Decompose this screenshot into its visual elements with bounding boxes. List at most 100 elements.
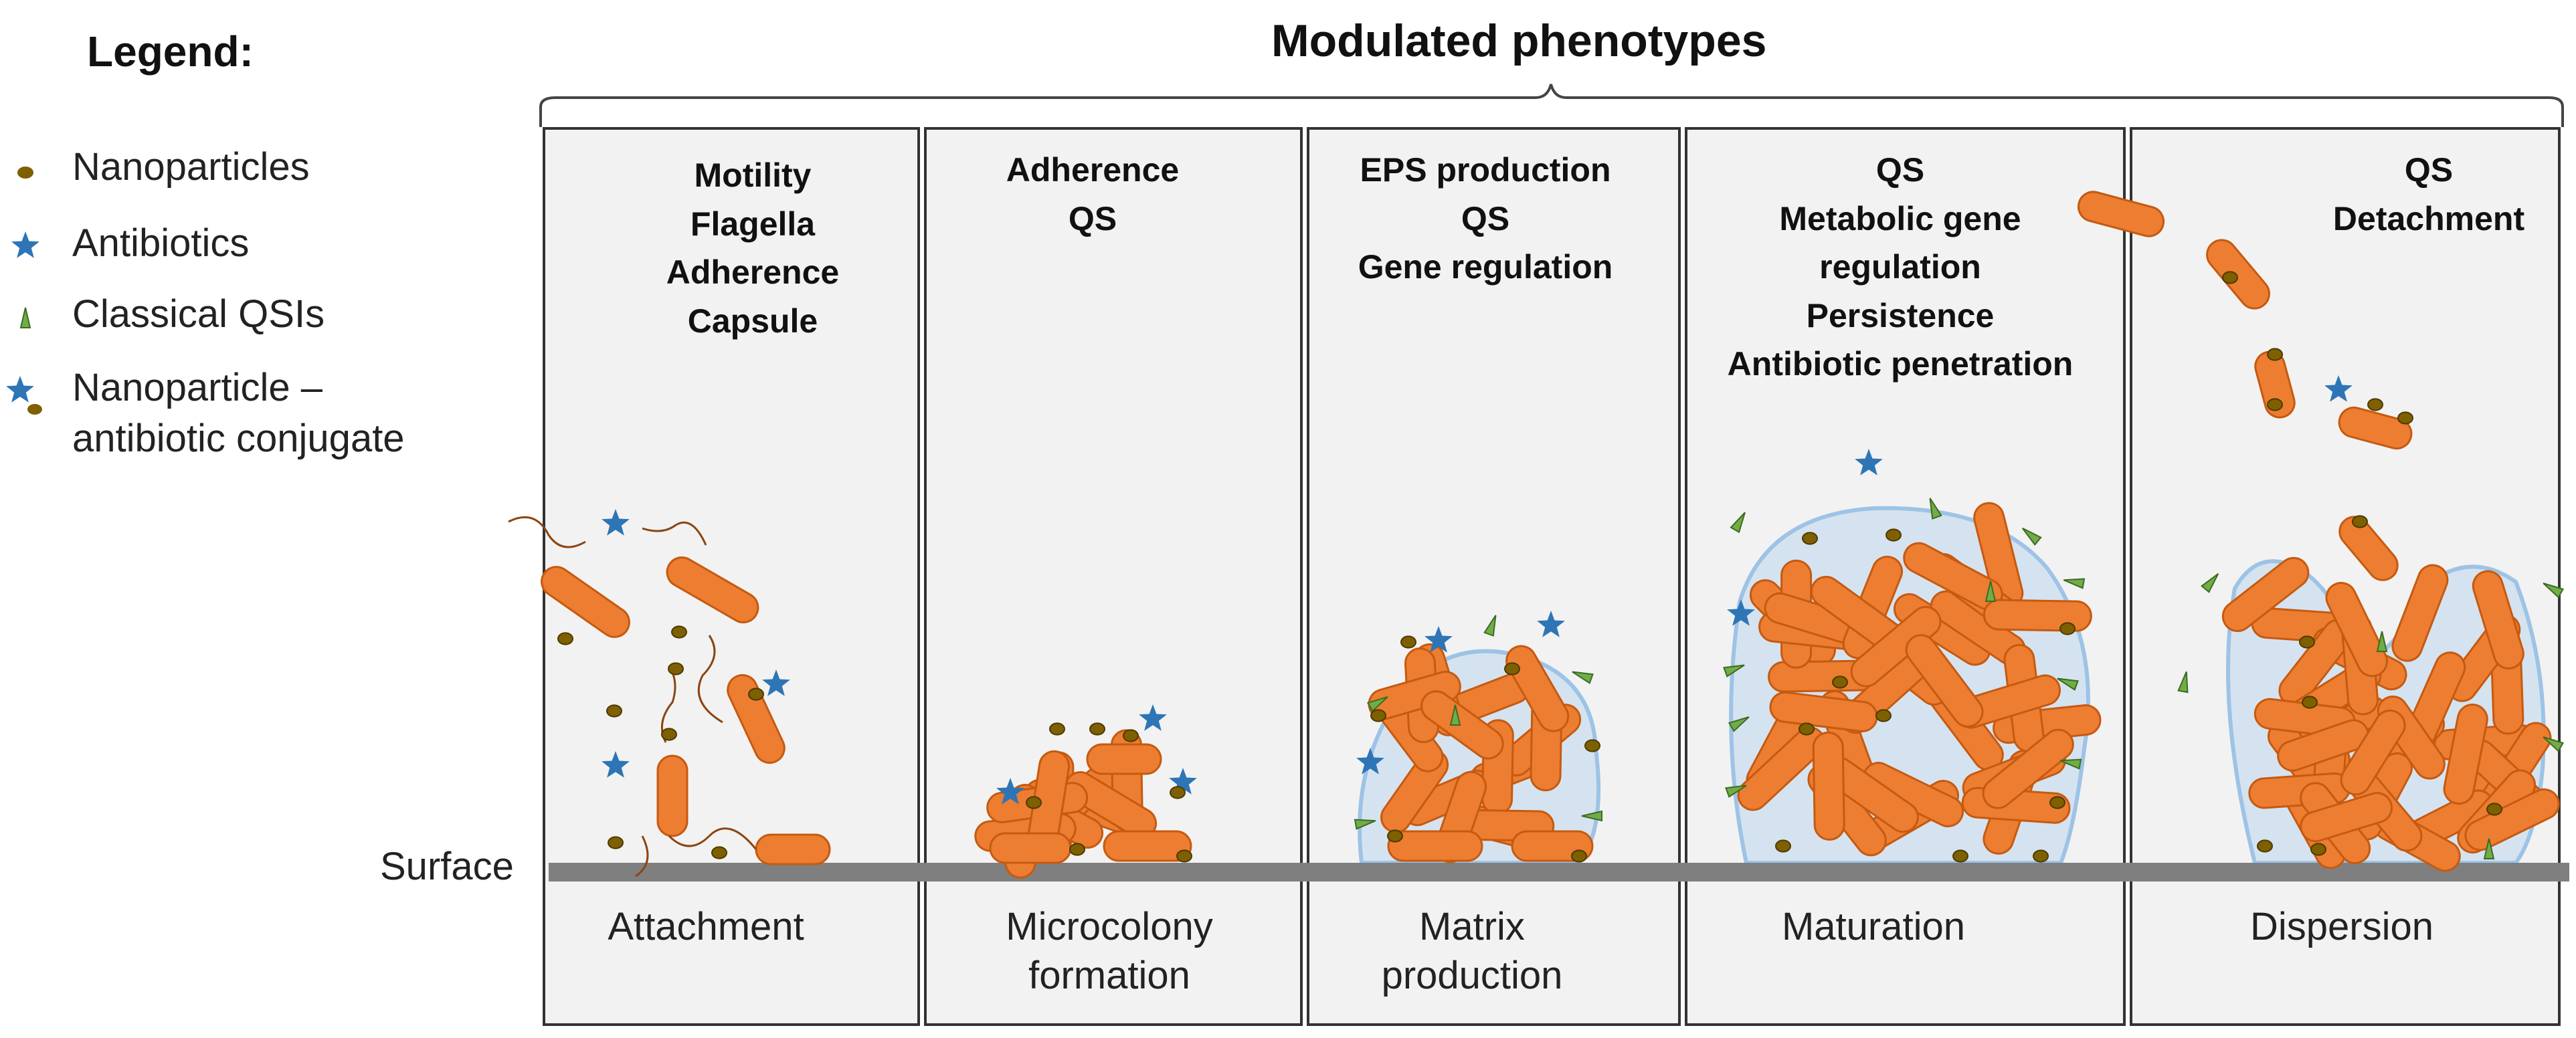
- antibiotic-star: [1424, 626, 1453, 653]
- phenotype-item: QS: [1461, 199, 1510, 237]
- bacterium-rod: [2338, 406, 2413, 450]
- nanoparticle-dot: [1170, 786, 1186, 799]
- flagellum: [697, 635, 723, 724]
- antibiotic-star: [1356, 748, 1384, 774]
- bacterium-rod: [1812, 731, 1845, 841]
- qsi-triangle: [1581, 810, 1602, 822]
- qsi-triangle: [2376, 631, 2388, 652]
- stage-label-maturation: Maturation: [1689, 903, 2057, 952]
- stage-line: Microcolony: [1006, 905, 1213, 948]
- nanoparticle-dot: [1387, 829, 1403, 843]
- antibiotic-star: [1537, 611, 1565, 637]
- phenotype-item: regulation: [1819, 248, 1981, 286]
- bacterium-rod: [1982, 728, 2074, 809]
- antibiotic-star: [1169, 768, 1197, 795]
- bacterium-rod: [656, 754, 688, 837]
- phenotype-item: EPS production: [1360, 151, 1611, 189]
- nanoparticle-dot: [1571, 849, 1587, 863]
- nanoparticle-dot: [2299, 635, 2315, 649]
- surface-label: Surface: [380, 845, 514, 888]
- legend-label-conjugate-1: Nanoparticle –: [72, 366, 323, 409]
- bacterium-rod: [541, 566, 630, 638]
- stage-line: Attachment: [608, 905, 804, 948]
- nanoparticle-dot: [2310, 843, 2326, 856]
- phenotypes-matrix: EPS production QS Gene regulation: [1311, 146, 1659, 292]
- nanoparticle-dot: [2049, 796, 2065, 809]
- nanoparticle-dot: [1504, 662, 1520, 676]
- nanoparticle-dot: [2222, 271, 2238, 284]
- bacterium-rod: [755, 833, 831, 865]
- nanoparticle-dot: [1400, 635, 1416, 649]
- phenotype-item: Detachment: [2332, 199, 2525, 237]
- panel-box: [924, 127, 1303, 1026]
- bacterium-rod: [989, 832, 1072, 864]
- phenotype-item: QS: [1875, 151, 1925, 189]
- nanoparticle-dot: [1885, 528, 1902, 542]
- legend-antibiotic-icon: [11, 231, 39, 258]
- qsi-triangle: [1725, 785, 1747, 798]
- nanoparticle-dot: [1176, 849, 1192, 863]
- nanoparticle-dot: [2033, 849, 2049, 863]
- nanoparticle-dot: [2486, 803, 2502, 816]
- legend-nanoparticle-icon: [17, 167, 33, 179]
- legend-qsi-icon: [19, 307, 31, 328]
- nanoparticle-dot: [2302, 696, 2318, 709]
- phenotype-brace: [539, 84, 2564, 127]
- nanoparticle-dot: [1370, 709, 1386, 722]
- qsi-triangle: [2057, 678, 2079, 691]
- nanoparticle-dot: [668, 662, 684, 676]
- bacterium-rod: [1103, 830, 1192, 862]
- bacterium-rod: [2277, 719, 2369, 772]
- nanoparticle-dot: [557, 632, 573, 645]
- bacterium-rod: [1387, 830, 1483, 862]
- nanoparticle-dot: [1089, 722, 1105, 736]
- phenotypes-attachment: Motility Flagella Adherence Capsule: [549, 151, 957, 345]
- phenotype-item: Flagella: [690, 205, 816, 243]
- bacterium-rod: [2391, 564, 2449, 662]
- bacterium-rod: [2221, 556, 2310, 632]
- nanoparticle-dot: [1875, 709, 1892, 722]
- bacterium-rod: [2472, 570, 2524, 669]
- nanoparticle-dot: [2367, 398, 2383, 411]
- stage-line: formation: [1028, 953, 1190, 997]
- nanoparticle-dot: [1123, 729, 1139, 742]
- phenotypes-maturation: QS Metabolic gene regulation Persistence…: [1689, 146, 2111, 389]
- bacterium-rod: [1850, 605, 1942, 688]
- bacterium-rod: [2077, 191, 2165, 237]
- nanoparticle-dot: [661, 728, 677, 741]
- stage-label-microcolony: Microcolony formation: [922, 903, 1297, 1000]
- qsi-triangle: [2483, 838, 2495, 859]
- bacterium-rod: [2254, 350, 2296, 419]
- legend-title: Legend:: [87, 27, 254, 76]
- surface-bar: [549, 863, 2569, 881]
- bacterium-rod: [1086, 743, 1162, 775]
- qsi-triangle: [1449, 704, 1461, 726]
- flagellum: [642, 521, 707, 546]
- bacterium-rod: [2325, 582, 2388, 678]
- antibiotic-star: [2324, 375, 2353, 402]
- stage-line: production: [1381, 953, 1563, 997]
- phenotype-item: Antibiotic penetration: [1727, 345, 2074, 383]
- antibiotic-star: [996, 778, 1024, 805]
- flagellum: [668, 827, 757, 850]
- qsi-triangle: [1728, 716, 1750, 732]
- phenotype-item: QS: [2404, 151, 2454, 189]
- antibiotic-star: [602, 751, 630, 778]
- nanoparticle-dot: [1069, 843, 1085, 856]
- phenotypes-dispersion: QS Detachment: [2288, 146, 2569, 243]
- bacterium-rod: [1505, 645, 1570, 732]
- qsi-triangle: [1730, 512, 1746, 534]
- bacterium-rod: [1368, 670, 1461, 720]
- nanoparticle-dot: [1952, 849, 1968, 863]
- nanoparticle-dot: [671, 625, 687, 639]
- nanoparticle-dot: [1584, 739, 1600, 752]
- bacterium-rod: [1420, 690, 1504, 760]
- qsi-triangle: [2177, 671, 2189, 694]
- legend-conjugate-star-icon: [6, 376, 34, 403]
- phenotype-item: Adherence: [666, 253, 840, 291]
- bacterium-rod: [2340, 709, 2406, 796]
- nanoparticle-dot: [1026, 796, 1042, 809]
- phenotype-item: Gene regulation: [1358, 248, 1613, 286]
